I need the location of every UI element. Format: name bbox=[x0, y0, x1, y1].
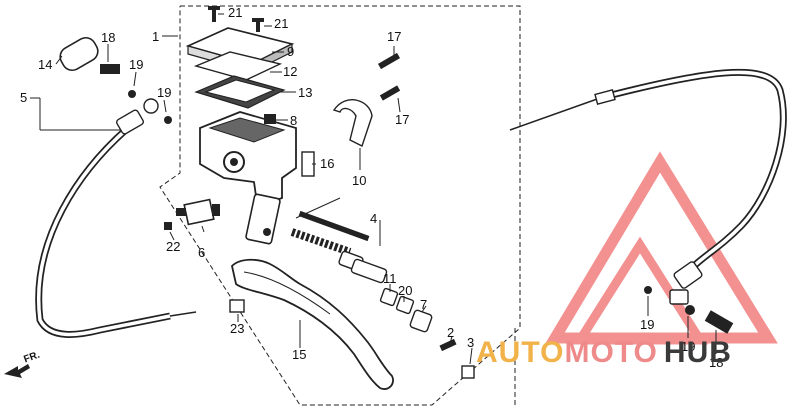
screw-22 bbox=[164, 222, 172, 230]
part-label-4: 4 bbox=[370, 211, 378, 226]
watermark-moto: MOTO bbox=[564, 336, 658, 369]
piston-kit bbox=[290, 210, 433, 333]
part-label-16: 16 bbox=[320, 156, 335, 171]
part-label-11: 11 bbox=[383, 271, 397, 286]
part-label-23: 23 bbox=[230, 321, 245, 336]
bolt-17a bbox=[377, 52, 401, 70]
part-label-3: 3 bbox=[467, 335, 475, 350]
part-label-9: 9 bbox=[287, 44, 295, 59]
clutch-lever bbox=[231, 258, 394, 390]
front-arrow-icon bbox=[4, 364, 30, 378]
bolt-17b bbox=[379, 85, 401, 101]
cap-plate bbox=[193, 51, 283, 81]
assembly-outline bbox=[159, 5, 521, 406]
part-label-17-bottom: 17 bbox=[395, 112, 410, 127]
part-label-10: 10 bbox=[352, 173, 367, 188]
washer-19d bbox=[685, 305, 695, 315]
part-label-19-a: 19 bbox=[129, 57, 144, 72]
bolt-18b bbox=[704, 310, 734, 334]
part-label-14: 14 bbox=[38, 57, 53, 72]
watermark-logo-icon bbox=[545, 151, 778, 345]
bolt-18a bbox=[100, 64, 120, 74]
part-label-19-b: 19 bbox=[157, 85, 172, 100]
nut-23 bbox=[229, 299, 245, 313]
cap-screw-1 bbox=[212, 8, 216, 22]
cap-screw-2 bbox=[256, 20, 260, 32]
part-label-22: 22 bbox=[166, 239, 181, 254]
part-label-12: 12 bbox=[283, 64, 298, 79]
part-label-7: 7 bbox=[420, 297, 428, 312]
part-label-17-top: 17 bbox=[387, 29, 402, 44]
clutch-cable-left bbox=[35, 125, 171, 338]
screw-2 bbox=[439, 338, 457, 352]
part-label-18-left: 18 bbox=[101, 30, 116, 45]
clutch-cable-right bbox=[599, 68, 787, 275]
part-label-6: 6 bbox=[198, 245, 206, 260]
part-label-13: 13 bbox=[298, 85, 313, 100]
watermark-hub: HUB bbox=[663, 336, 732, 369]
part-label-21-b: 21 bbox=[274, 16, 289, 31]
washer-19a bbox=[128, 90, 136, 98]
part-label-15: 15 bbox=[292, 347, 307, 362]
part-label-5: 5 bbox=[20, 90, 28, 105]
washer-19b bbox=[164, 116, 172, 124]
part-label-20: 20 bbox=[398, 283, 413, 298]
clip-8 bbox=[264, 114, 276, 124]
sleeve-14 bbox=[59, 36, 99, 72]
part-label-2: 2 bbox=[447, 325, 455, 340]
washer-19c bbox=[644, 286, 652, 294]
part-label-18-right: 18 bbox=[709, 355, 724, 370]
part-label-21-a: 21 bbox=[228, 5, 243, 20]
part-label-19-d: 19 bbox=[681, 339, 696, 354]
clutch-switch bbox=[183, 198, 215, 226]
part-label-8: 8 bbox=[290, 113, 298, 128]
cap-3 bbox=[461, 365, 475, 379]
watermark-auto: AUTO bbox=[476, 336, 565, 369]
part-label-1: 1 bbox=[152, 29, 160, 44]
lever-holder bbox=[332, 99, 373, 147]
part-label-19-c: 19 bbox=[640, 317, 655, 332]
